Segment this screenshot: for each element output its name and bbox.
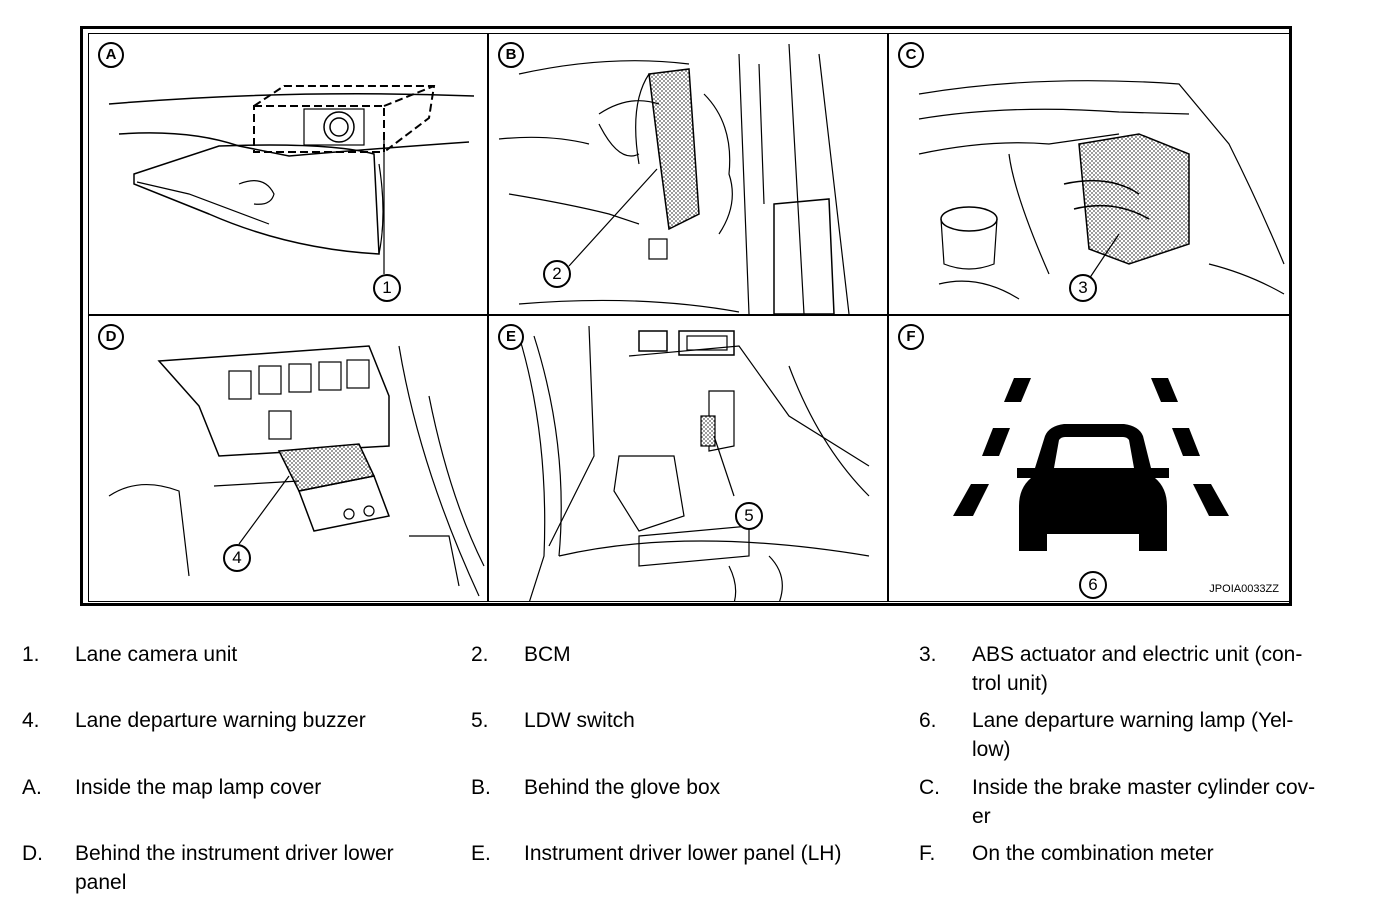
callout-6: 6	[1079, 571, 1107, 599]
component-location-figure: A 1 B 2	[80, 26, 1292, 606]
figure-id: JPOIA0033ZZ	[1209, 583, 1279, 595]
panel-e-instrument-lower-panel: E 5	[488, 315, 888, 602]
callout-5: 5	[735, 502, 763, 530]
legend-text: Behind the glove box	[524, 776, 721, 799]
legend-text: ABS actuator and electric unit (con-	[972, 643, 1303, 666]
panel-a-map-lamp: A 1	[88, 33, 488, 315]
legend-key: 2.	[471, 643, 489, 666]
legend-text-line2: low)	[972, 738, 1011, 761]
legend-text: BCM	[524, 643, 571, 666]
bcm-illustration	[498, 43, 850, 314]
legend-text: Instrument driver lower panel (LH)	[524, 842, 842, 865]
panel-letter-e: E	[498, 324, 524, 350]
panel-letter-b: B	[498, 42, 524, 68]
panel-d-driver-lower-panel: D 4	[88, 315, 488, 602]
legend-key: 4.	[22, 709, 40, 732]
legend-text: On the combination meter	[972, 842, 1214, 865]
callout-2: 2	[543, 260, 571, 288]
panel-letter-f: F	[898, 324, 924, 350]
map-lamp-illustration	[108, 85, 475, 274]
panel-b-glove-box: B 2	[488, 33, 888, 315]
legend-text-line2: trol unit)	[972, 672, 1048, 695]
legend-text: Lane camera unit	[75, 643, 238, 666]
legend-key: E.	[471, 842, 491, 865]
lane-departure-lamp-symbol	[953, 378, 1229, 551]
callout-3: 3	[1069, 274, 1097, 302]
legend-key: 6.	[919, 709, 937, 732]
ldw-switch-illustration	[518, 325, 870, 601]
legend-text: Inside the brake master cylinder cov-	[972, 776, 1316, 799]
legend-text: Inside the map lamp cover	[75, 776, 322, 799]
legend-key: 3.	[919, 643, 937, 666]
legend-key: 5.	[471, 709, 489, 732]
panel-letter-c: C	[898, 42, 924, 68]
legend-text: LDW switch	[524, 709, 635, 732]
panel-c-brake-cylinder: C 3	[888, 33, 1290, 315]
legend-key: D.	[22, 842, 43, 865]
panel-f-combination-meter: F 6 JPOIA0033ZZ	[888, 315, 1290, 602]
callout-4: 4	[223, 544, 251, 572]
legend-key: F.	[919, 842, 936, 865]
legend-key: 1.	[22, 643, 40, 666]
legend-key: A.	[22, 776, 42, 799]
buzzer-illustration	[108, 345, 485, 597]
legend-key: C.	[919, 776, 940, 799]
legend-key: B.	[471, 776, 491, 799]
panel-letter-d: D	[98, 324, 124, 350]
callout-1: 1	[373, 274, 401, 302]
legend-text: Lane departure warning lamp (Yel-	[972, 709, 1294, 732]
abs-actuator-illustration	[918, 80, 1285, 300]
legend-text-line2: er	[972, 805, 991, 828]
legend-text-line2: panel	[75, 871, 127, 894]
panel-letter-a: A	[98, 42, 124, 68]
legend-text: Behind the instrument driver lower	[75, 842, 394, 865]
legend-text: Lane departure warning buzzer	[75, 709, 366, 732]
